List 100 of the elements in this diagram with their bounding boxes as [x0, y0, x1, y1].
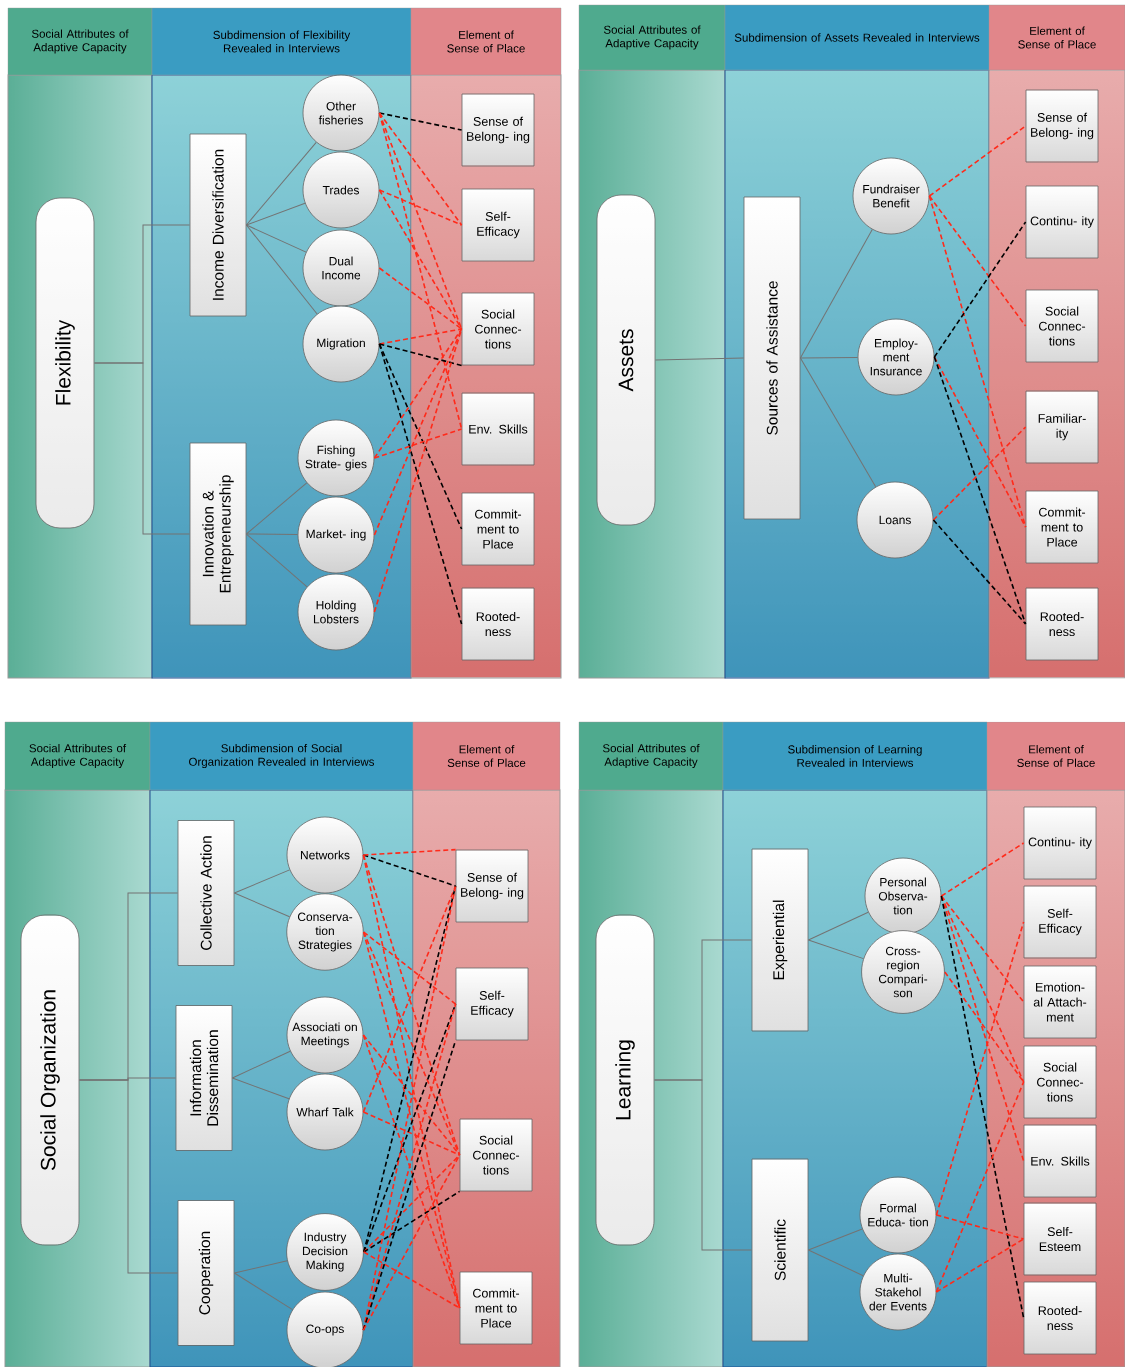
dashed-link: [944, 971, 1025, 1083]
column-header: Social Attributes of Adaptive Capacity: [578, 721, 724, 791]
connector-line: [233, 1272, 293, 1311]
column-header: Subdimension of Learning Revealed in Interviews: [722, 721, 988, 791]
column-header: Social Attributes of Adaptive Capacity: [7, 7, 153, 76]
column-header: Social Attributes of Adaptive Capacity: [578, 4, 726, 71]
connector-line: [231, 1050, 291, 1079]
connector-line: [245, 141, 317, 226]
dashed-link: [378, 189, 463, 330]
subdimension-box: Sources of Assistance: [743, 196, 801, 520]
dashed-link: [933, 356, 1027, 625]
subdimension-box: Innovation & Entrepreneurship: [189, 442, 247, 626]
element-box: Social Connec- tions: [459, 1118, 533, 1192]
dashed-link: [378, 112, 463, 226]
dashed-link: [933, 221, 1027, 358]
column-header: Social Attributes of Adaptive Capacity: [4, 721, 151, 791]
element-box: Self- Efficacy: [461, 188, 535, 262]
connector-line: [654, 357, 745, 361]
dashed-link: [933, 356, 1027, 528]
connector-line: [245, 202, 306, 226]
connector-line: [807, 939, 864, 960]
dashed-link: [362, 931, 461, 1309]
subdimension-box: Information Dissemination: [175, 1005, 233, 1151]
element-box: Familiar- ity: [1025, 390, 1099, 464]
column-header: Subdimension of Social Organization Revealed in Interviews: [149, 721, 414, 791]
dashed-link: [362, 854, 457, 887]
category-pill: Social Organization: [20, 914, 80, 1246]
connector-line: [245, 224, 307, 253]
element-box: Commit- ment to Place: [459, 1271, 533, 1345]
element-box: Rooted- ness: [1025, 587, 1099, 661]
connector-line: [233, 869, 291, 894]
element-box: Commit- ment to Place: [461, 492, 535, 566]
element-box: Commit- ment to Place: [1025, 490, 1099, 564]
dashed-link: [373, 328, 463, 536]
element-box: Self- Efficacy: [455, 967, 529, 1041]
subdimension-box: Collective Action: [177, 820, 235, 966]
element-box: Continu- ity: [1025, 185, 1099, 259]
connector-line: [245, 482, 308, 535]
dashed-link: [935, 1081, 1025, 1293]
dashed-link: [363, 1251, 461, 1309]
dashed-link: [378, 112, 463, 131]
element-box: Self- Esteem: [1023, 1202, 1097, 1276]
subdimension-box: Scientific: [751, 1158, 809, 1342]
column-header: Element of Sense of Place: [410, 7, 562, 76]
dashed-link: [362, 1111, 461, 1156]
dashed-link: [940, 842, 1025, 897]
element-box: Sense of Belong- ing: [1025, 89, 1099, 163]
dashed-link: [932, 426, 1027, 521]
dashed-link: [928, 125, 1027, 197]
element-box: Self- Efficacy: [1023, 885, 1097, 959]
element-box: Continu- ity: [1023, 806, 1097, 880]
connector-line: [233, 892, 291, 918]
connector-line: [78, 1079, 179, 1274]
dashed-link: [378, 112, 463, 430]
element-box: Env. Skills: [1023, 1124, 1097, 1198]
column-header: Subdimension of Assets Revealed in Interviews: [724, 4, 990, 71]
dashed-link: [362, 931, 457, 1005]
connector-line: [233, 1260, 288, 1274]
category-pill: Learning: [595, 914, 655, 1246]
column-header: Element of Sense of Place: [986, 721, 1125, 791]
dashed-link: [378, 267, 463, 330]
dashed-link: [940, 895, 1025, 1319]
connector-line: [799, 356, 859, 359]
category-pill: Assets: [596, 194, 656, 526]
element-box: Social Connec- tions: [1023, 1045, 1097, 1119]
dashed-link: [362, 848, 457, 856]
connector-line: [231, 1077, 290, 1100]
subdimension-box: Experiential: [751, 848, 809, 1032]
dashed-link: [940, 895, 1025, 1003]
connector-line: [807, 911, 869, 941]
subdimension-box: Income Diversification: [189, 133, 247, 317]
connector-line: [93, 362, 191, 535]
connector-line: [245, 224, 318, 315]
dashed-link: [373, 428, 463, 459]
connector-line: [807, 1228, 863, 1251]
column-header: Subdimension of Flexibility Revealed in Interviews: [151, 7, 412, 76]
dashed-link: [378, 328, 463, 345]
dashed-link: [935, 1214, 1025, 1240]
dashed-link: [363, 1190, 461, 1253]
element-box: Sense of Belong- ing: [461, 93, 535, 167]
dashed-link: [932, 519, 1027, 625]
connector-line: [245, 533, 299, 536]
dashed-link: [928, 195, 1027, 327]
dashed-link: [362, 1154, 461, 1331]
subdimension-box: Cooperation: [177, 1200, 235, 1346]
element-box: Env. Skills: [461, 392, 535, 466]
dashed-link: [373, 328, 463, 459]
column-header: Element of Sense of Place: [412, 721, 561, 791]
element-box: Emotion- al Attach- ment: [1023, 965, 1097, 1039]
dashed-link: [378, 189, 463, 226]
connector-line: [807, 1249, 864, 1277]
connector-line: [799, 229, 873, 359]
connector-line: [799, 357, 877, 488]
dashed-link: [935, 1238, 1025, 1293]
dashed-link: [378, 343, 463, 367]
dashed-link: [935, 921, 1025, 1216]
element-box: Rooted- ness: [1023, 1281, 1097, 1355]
column-header: Element of Sense of Place: [988, 4, 1125, 71]
element-box: Social Connec- tions: [461, 292, 535, 366]
element-box: Rooted- ness: [461, 587, 535, 661]
